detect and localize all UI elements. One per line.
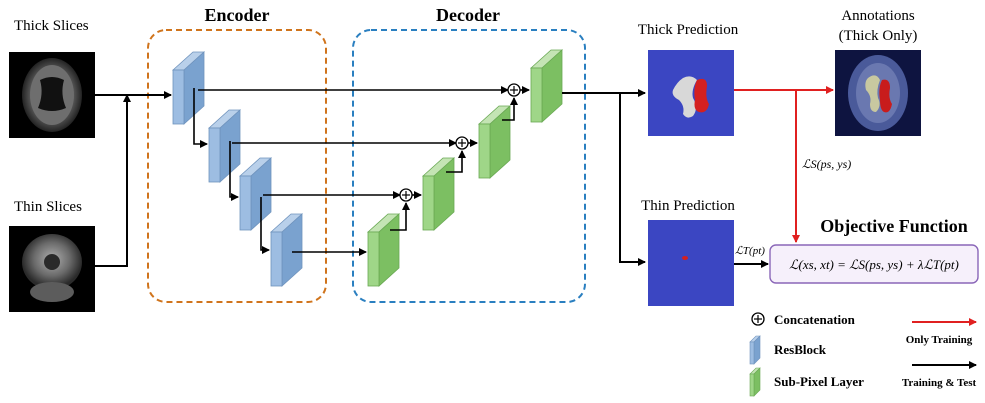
concat-node-1 xyxy=(399,188,413,202)
output-connections xyxy=(562,89,646,266)
thin-prediction-label: Thin Prediction xyxy=(641,198,735,214)
resblock-4 xyxy=(269,213,304,287)
thick-slices-image xyxy=(9,52,95,138)
objective-formula-box xyxy=(769,244,979,284)
annotations-image xyxy=(835,50,921,136)
thick-prediction-label: Thick Prediction xyxy=(638,22,739,38)
legend-only-training: Only Training xyxy=(906,334,973,346)
legend-subpixel: Sub-Pixel Layer xyxy=(774,374,864,389)
encoder-label: Encoder xyxy=(205,5,270,25)
subpixel-legend-icon xyxy=(749,367,761,397)
objective-function-title: Objective Function xyxy=(820,216,967,236)
resblock-legend-icon xyxy=(749,335,761,365)
annotations-label-line2: (Thick Only) xyxy=(839,28,918,44)
subpixel-layer-4 xyxy=(529,49,564,123)
encoder-box xyxy=(147,29,327,303)
decoder-connections xyxy=(390,86,530,231)
decoder-box xyxy=(352,29,586,303)
skip-connections xyxy=(198,86,509,256)
decoder-label: Decoder xyxy=(436,5,500,25)
annotations-label-line1: Annotations xyxy=(841,8,914,24)
thick-prediction-image xyxy=(648,50,734,136)
supervised-loss-path xyxy=(734,86,834,243)
subpixel-layer-3 xyxy=(477,105,512,179)
concatenation-legend-icon xyxy=(751,312,765,326)
subpixel-layer-1 xyxy=(366,213,401,287)
subpixel-layer-2 xyxy=(421,157,456,231)
legend-resblock: ResBlock xyxy=(774,342,827,357)
thick-slices-label: Thick Slices xyxy=(14,18,89,34)
thin-slices-label: Thin Slices xyxy=(14,199,82,215)
encoder-connections xyxy=(193,88,270,254)
thin-slices-image xyxy=(9,226,95,312)
legend: Concatenation ResBlock Sub-Pixel Layer O… xyxy=(749,312,977,397)
concat-node-2 xyxy=(455,136,469,150)
input-connections xyxy=(95,91,172,267)
resblock-3 xyxy=(238,157,273,231)
concat-node-3 xyxy=(507,83,521,97)
resblock-1 xyxy=(171,51,206,125)
legend-concatenation: Concatenation xyxy=(774,312,856,327)
thin-prediction-image xyxy=(648,220,734,306)
legend-training-test: Training & Test xyxy=(902,377,977,389)
resblock-2 xyxy=(207,109,242,183)
objective-formula: ℒ(xs, xt) = ℒS(ps, ys) + λℒT(pt) xyxy=(789,257,959,272)
loss-t-label: ℒT(pt) xyxy=(735,245,765,257)
loss-s-label: ℒS(ps, ys) xyxy=(802,157,851,171)
